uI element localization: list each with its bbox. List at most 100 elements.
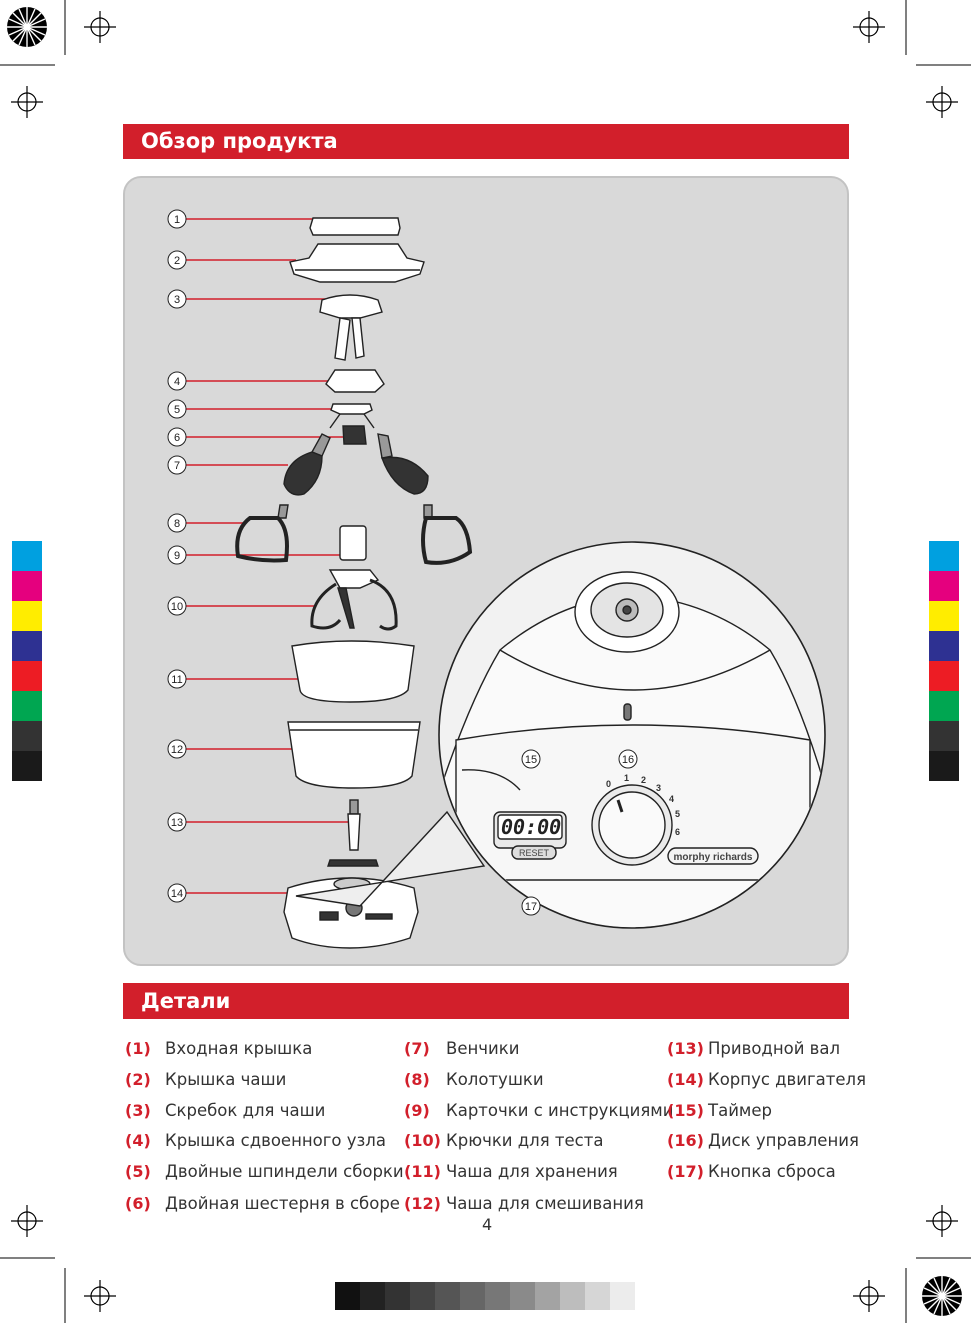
part-number: (7) xyxy=(404,1039,430,1058)
part-number: (11) xyxy=(404,1162,441,1181)
callout-circle xyxy=(167,596,187,616)
reset-label: RESET xyxy=(519,848,550,858)
gray-swatch xyxy=(360,1282,385,1310)
part-label: Крышка чаши xyxy=(165,1070,287,1089)
gear-part xyxy=(342,425,367,445)
part-number: (17) xyxy=(667,1162,704,1181)
zoom-detail-view xyxy=(438,541,826,929)
color-swatch xyxy=(929,571,959,601)
color-swatch xyxy=(929,631,959,661)
part-number: (2) xyxy=(125,1070,151,1089)
callout-number: 3 xyxy=(174,294,180,306)
part-number: (1) xyxy=(125,1039,151,1058)
callout-number: 1 xyxy=(174,214,180,226)
page-number: 4 xyxy=(482,1215,493,1234)
brand-logo: morphy richards xyxy=(674,852,753,863)
part-label: Двойная шестерня в сборе xyxy=(165,1194,400,1213)
part-label: Колотушки xyxy=(446,1070,544,1089)
callout-number: 8 xyxy=(174,518,180,530)
color-swatch xyxy=(12,571,42,601)
part-label: Корпус двигателя xyxy=(708,1070,867,1089)
whisk-left-part xyxy=(283,451,323,496)
twin-cap-part xyxy=(325,369,385,393)
callout-circle xyxy=(618,749,638,769)
callout-circle xyxy=(167,739,187,759)
gray-swatch xyxy=(385,1282,410,1310)
whisk-right-part xyxy=(381,456,429,495)
color-swatch xyxy=(929,751,959,781)
dough-hook-part xyxy=(328,569,380,589)
parts-illustration xyxy=(235,217,473,949)
callout-number: 12 xyxy=(171,744,183,756)
callout-number: 17 xyxy=(525,901,537,913)
registration-mark-icon xyxy=(11,11,958,1312)
callout-circle xyxy=(167,455,187,475)
part-number: (15) xyxy=(667,1101,704,1120)
drive-shaft-part xyxy=(347,813,361,851)
callout-number: 2 xyxy=(174,255,180,267)
color-swatch xyxy=(12,631,42,661)
gray-swatch xyxy=(335,1282,360,1310)
instruction-card-part xyxy=(339,525,367,561)
dial-tick-label: 5 xyxy=(675,809,680,819)
mixing-bowl-part xyxy=(287,721,421,789)
part-number: (10) xyxy=(404,1131,441,1150)
gray-swatch xyxy=(435,1282,460,1310)
callout-circle xyxy=(167,669,187,689)
part-label: Венчики xyxy=(446,1039,520,1058)
star-target-icon xyxy=(7,7,962,1316)
callout-circle xyxy=(167,250,187,270)
timer-display: 00:00 xyxy=(501,815,561,839)
gray-swatch xyxy=(560,1282,585,1310)
part-label: Двойные шпиндели сборки xyxy=(165,1162,404,1181)
callout-circle xyxy=(167,399,187,419)
callout-number: 6 xyxy=(174,432,180,444)
callout-circle xyxy=(521,896,541,916)
callout-number: 11 xyxy=(171,674,182,686)
feed-lid-part xyxy=(309,217,401,236)
callout-circle xyxy=(167,545,187,565)
section-title-details: Детали xyxy=(123,983,849,1019)
dial-tick-label: 3 xyxy=(656,783,661,793)
callout-circle xyxy=(167,289,187,309)
color-swatch xyxy=(929,721,959,751)
zoom-connector xyxy=(295,810,486,907)
scraper-part xyxy=(319,294,383,319)
callout-number: 4 xyxy=(174,376,180,388)
beater-right-part xyxy=(421,516,473,565)
color-swatch xyxy=(12,661,42,691)
callout-circle xyxy=(167,427,187,447)
part-number: (9) xyxy=(404,1101,430,1120)
part-number: (14) xyxy=(667,1070,704,1089)
part-label: Входная крышка xyxy=(165,1039,313,1058)
part-number: (8) xyxy=(404,1070,430,1089)
dial-tick-label: 2 xyxy=(641,775,646,785)
callout-circle xyxy=(167,371,187,391)
dial-tick-label: 1 xyxy=(624,773,629,783)
part-label: Крючки для теста xyxy=(446,1131,604,1150)
color-swatch xyxy=(929,601,959,631)
color-swatch xyxy=(12,751,42,781)
color-swatch xyxy=(929,691,959,721)
gray-swatch xyxy=(535,1282,560,1310)
color-swatch xyxy=(12,601,42,631)
callout-number: 7 xyxy=(174,460,180,472)
color-swatch xyxy=(12,691,42,721)
dial-tick-label: 6 xyxy=(675,827,680,837)
dial-tick-label: 0 xyxy=(606,779,611,789)
spindle-part xyxy=(330,403,373,415)
callout-number: 10 xyxy=(171,601,183,613)
gray-swatch xyxy=(585,1282,610,1310)
color-swatch xyxy=(929,661,959,691)
color-swatch xyxy=(12,721,42,751)
part-number: (5) xyxy=(125,1162,151,1181)
color-swatch xyxy=(929,541,959,571)
callout-circle xyxy=(167,513,187,533)
part-label: Приводной вал xyxy=(708,1039,841,1058)
part-label: Скребок для чаши xyxy=(165,1101,326,1120)
part-label: Диск управления xyxy=(708,1131,859,1150)
section-title-overview: Обзор продукта xyxy=(123,124,849,159)
part-label: Чаша для смешивания xyxy=(446,1194,644,1213)
part-number: (13) xyxy=(667,1039,704,1058)
dial-tick-label: 4 xyxy=(669,794,674,804)
